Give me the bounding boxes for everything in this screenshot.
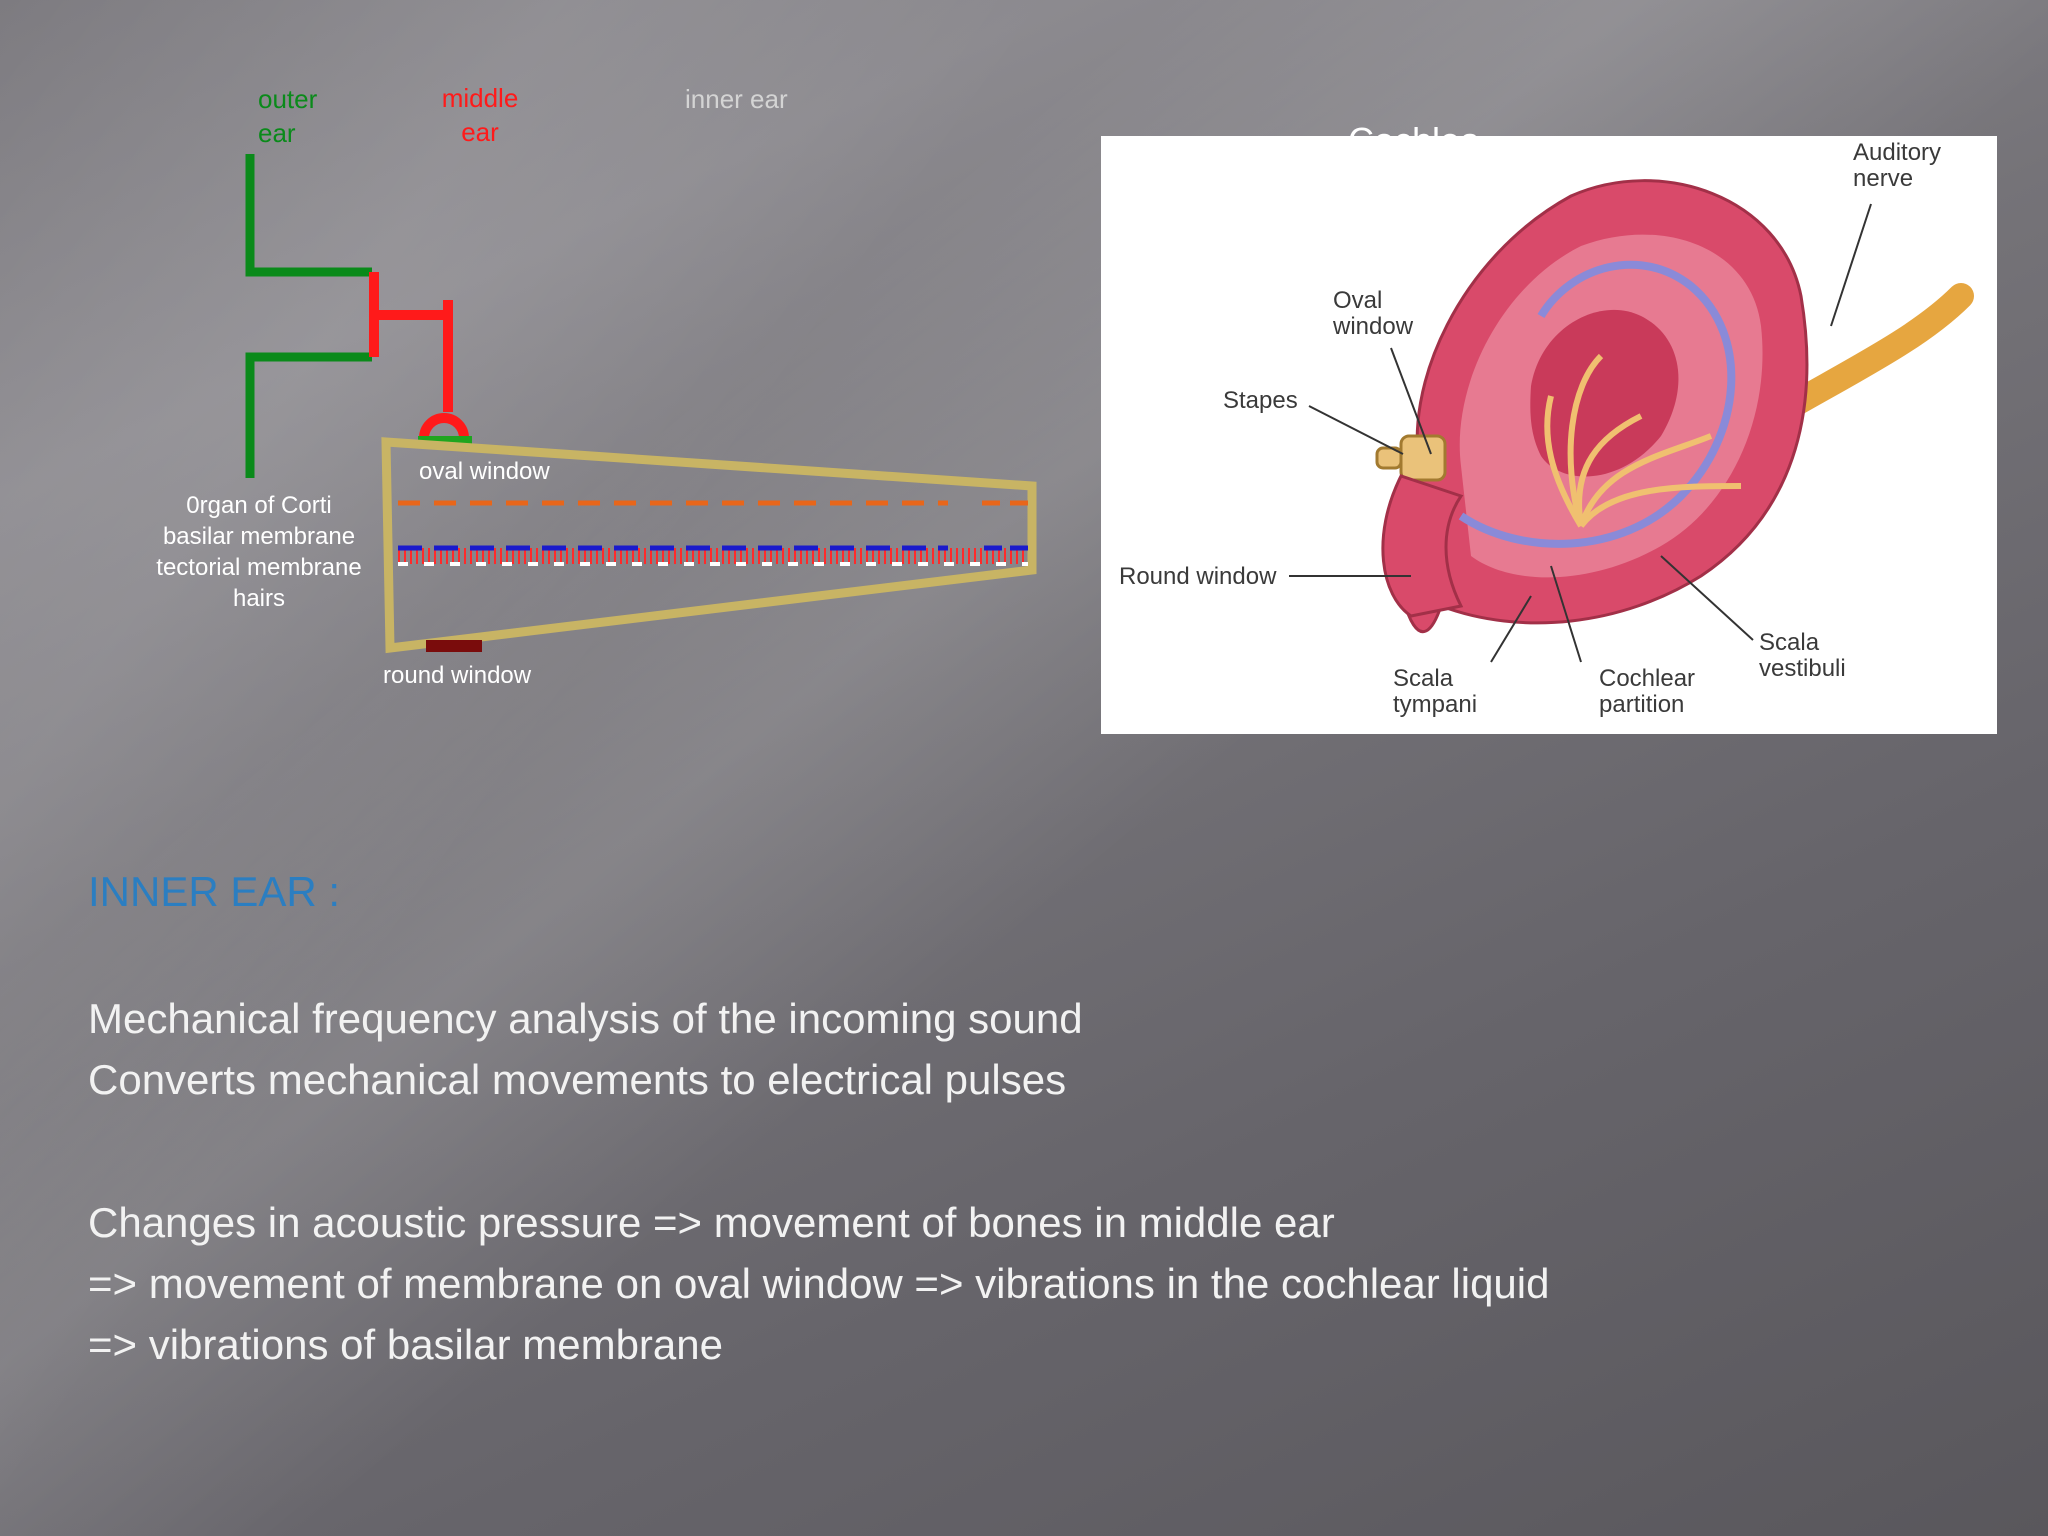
cochlear-partition-label-line2: partition xyxy=(1599,691,1685,718)
basilar-membrane-label: basilar membrane xyxy=(162,523,356,550)
corti-labels: 0rgan of Corti basilar membrane tectoria… xyxy=(140,490,378,614)
leader-lines xyxy=(1289,203,1872,663)
cochlea-base xyxy=(1381,474,1464,618)
scala-vestibuli-label-line2: vestibuli xyxy=(1759,655,1846,682)
auditory-nerve-label: Auditory nerve xyxy=(1853,140,1941,192)
cochlea-outline xyxy=(381,437,1037,654)
round-window-label: round window xyxy=(383,662,532,689)
middle-ear-label-line2: ear xyxy=(461,117,499,147)
oval-window-fig-label: Oval window xyxy=(1333,288,1413,340)
cochlear-duct xyxy=(1458,260,1736,548)
oval-window-membrane xyxy=(418,436,472,446)
auditory-nerve-label-line2: nerve xyxy=(1853,165,1914,192)
body-line-3: Changes in acoustic pressure => movement… xyxy=(88,1199,1335,1246)
cochlear-partition-label: Cochlear partition xyxy=(1599,666,1695,718)
auditory-nerve-label-line1: Auditory xyxy=(1853,139,1942,166)
middle-ear-label-line1: middle xyxy=(441,83,519,113)
oval-window-label: oval window xyxy=(419,458,550,485)
ear-schematic xyxy=(245,154,1037,654)
middle-ear-label: middle ear xyxy=(438,81,522,149)
section-title: INNER EAR : xyxy=(88,868,341,915)
outer-ear-label: outer ear xyxy=(258,82,317,150)
auditory-nerve-shape xyxy=(1778,283,1974,419)
scala-tympani-label-line1: Scala xyxy=(1393,665,1454,692)
stapes-shape xyxy=(1375,434,1447,482)
round-window-membrane xyxy=(426,640,482,652)
outer-ear-label-line1: outer xyxy=(258,84,318,114)
body-line-2: Converts mechanical movements to electri… xyxy=(88,1056,1067,1103)
outer-ear-label-line2: ear xyxy=(258,118,296,148)
body-line-1: Mechanical frequency analysis of the inc… xyxy=(88,995,1083,1042)
cochlear-partition-label-line1: Cochlear xyxy=(1599,665,1696,692)
scala-vestibuli-label-line1: Scala xyxy=(1759,629,1820,656)
cochlea-inner-turn xyxy=(1530,309,1679,477)
body-line-5: => vibrations of basilar membrane xyxy=(88,1321,723,1368)
stapes-label: Stapes xyxy=(1223,387,1298,414)
tectorial-membrane-label: tectorial membrane xyxy=(156,554,362,581)
oval-window-fig-label-line2: window xyxy=(1333,313,1414,340)
scala-vestibuli-label: Scala vestibuli xyxy=(1759,630,1846,682)
hairs-label: hairs xyxy=(232,585,286,612)
round-window-fig-label: Round window xyxy=(1119,563,1277,590)
cochlea-illustration: Auditory nerve Oval window Stapes Round … xyxy=(1101,136,1997,734)
oval-window-fig-label-line1: Oval xyxy=(1333,287,1383,314)
outer-ear-canal xyxy=(245,154,372,478)
scala-tympani-label-line2: tympani xyxy=(1393,691,1478,718)
body-line-4: => movement of membrane on oval window =… xyxy=(88,1260,1550,1307)
inner-ear-label: inner ear xyxy=(685,84,788,114)
nerve-fibers xyxy=(1544,353,1742,528)
scala-tympani-label: Scala tympani xyxy=(1393,666,1477,718)
middle-ear-ossicles xyxy=(369,272,469,439)
organ-of-corti-label: 0rgan of Corti xyxy=(186,492,332,519)
